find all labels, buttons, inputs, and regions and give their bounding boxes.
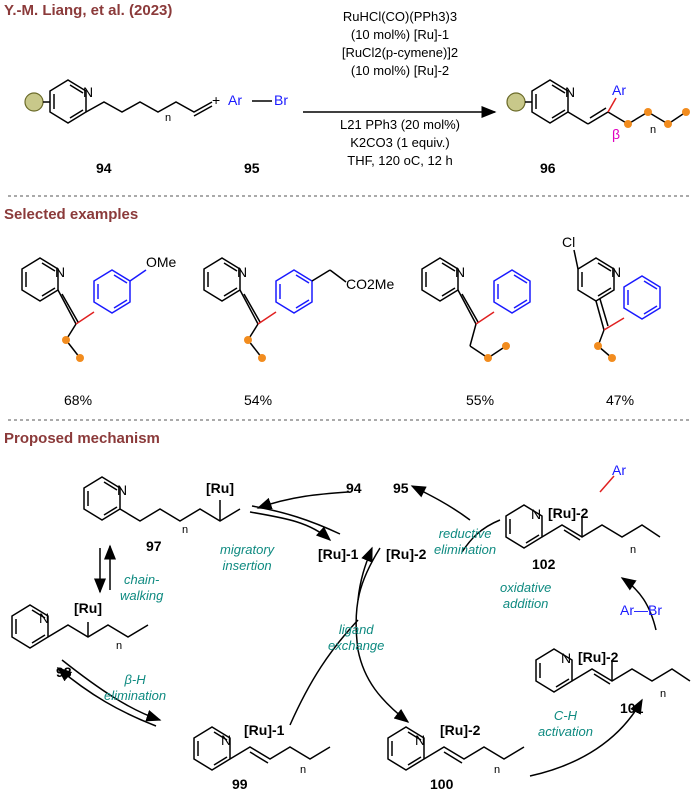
step-ligand-exchange: ligand exchange: [328, 622, 385, 653]
ex1-n: N: [55, 264, 66, 280]
example-2-structure: [203, 257, 347, 359]
example-4-structure: [573, 249, 661, 359]
condition-line-4: (10 mol%) [Ru]-2: [350, 63, 450, 78]
m97-nlabel: n: [182, 524, 189, 536]
m97-ru: [Ru]: [206, 480, 234, 496]
m-95: 95: [393, 480, 409, 496]
condition-line-6: K2CO3 (1 equiv.): [350, 135, 450, 150]
reagent-ar: Ar: [228, 92, 242, 108]
step-chain-walking: chain- walking: [120, 572, 164, 603]
label-98: 98: [56, 664, 72, 680]
ex2-n: N: [237, 264, 248, 280]
compound-94-structure: [49, 79, 213, 124]
m101-nlabel: n: [660, 688, 667, 700]
label-101: 101: [620, 700, 644, 716]
condition-line-2: (10 mol%) [Ru]-1: [350, 27, 450, 42]
step-reductive-elimination: reductive elimination: [434, 526, 497, 557]
ru1-center: [Ru]-1: [318, 546, 359, 562]
substituent-circle: [24, 92, 44, 112]
m98-ru: [Ru]: [74, 600, 102, 616]
product-ar: Ar: [612, 82, 626, 98]
citation-header: Y.-M. Liang, et al. (2023): [4, 2, 173, 19]
conditions-block: RuHCl(CO)(PPh3)3 (10 mol%) [Ru]-1 [RuCl2…: [308, 8, 492, 80]
label-102: 102: [532, 556, 556, 572]
m101-ru2: [Ru]-2: [578, 649, 619, 665]
ru2-center: [Ru]-2: [386, 546, 427, 562]
ex3-n: N: [455, 264, 466, 280]
m99-nlabel: n: [300, 764, 307, 776]
m98-nlabel: n: [116, 640, 123, 652]
reagent-br: Br: [274, 92, 288, 108]
m101-n: N: [561, 650, 572, 666]
compound-96-structure: [531, 79, 687, 125]
n-label-96: n: [650, 124, 657, 136]
m-94: 94: [346, 480, 362, 496]
yield-1: 68%: [64, 392, 93, 408]
step-ch-activation: C-H activation: [538, 708, 593, 739]
ex4-n: N: [611, 264, 622, 280]
beta-label: β: [612, 126, 621, 142]
pyridine-n-94: N: [83, 84, 94, 100]
label-96: 96: [540, 160, 556, 176]
examples-title: Selected examples: [4, 206, 139, 223]
ex1-ome: OMe: [146, 254, 177, 270]
condition-line-5: L21 PPh3 (20 mol%): [340, 117, 460, 132]
compound-101-structure: [535, 648, 691, 693]
m102-n: N: [531, 506, 542, 522]
m102-nlabel: n: [630, 544, 637, 556]
m99-n: N: [221, 732, 232, 748]
condition-line-1: RuHCl(CO)(PPh3)3: [342, 9, 458, 24]
label-97: 97: [146, 538, 162, 554]
ex4-cl: Cl: [562, 234, 576, 250]
example-1-structure: [21, 257, 147, 359]
plus-sign: +: [212, 92, 221, 108]
m100-n: N: [415, 732, 426, 748]
compound-100-structure: [387, 726, 525, 771]
step-oxidative-addition: oxidative addition: [500, 580, 552, 611]
compound-99-structure: [193, 726, 331, 771]
m100-nlabel: n: [494, 764, 501, 776]
conditions-block-below: L21 PPh3 (20 mol%) K2CO3 (1 equiv.) THF,…: [308, 116, 492, 170]
m98-n: N: [39, 610, 50, 626]
n-label-94: n: [165, 112, 172, 124]
step-migratory-insertion: migratory insertion: [220, 542, 275, 573]
compound-102-structure: [505, 475, 661, 549]
m97-n: N: [117, 482, 128, 498]
step-beta-h-elimination: β-H elimination: [104, 672, 167, 703]
yield-4: 47%: [606, 392, 635, 408]
pyridine-n-96: N: [565, 84, 576, 100]
compound-97-structure: [83, 476, 241, 522]
label-94: 94: [96, 160, 112, 176]
label-99: 99: [232, 776, 248, 792]
yield-2: 54%: [244, 392, 273, 408]
condition-line-7: THF, 120 oC, 12 h: [347, 153, 453, 168]
m-ar-br: Ar—Br: [620, 602, 662, 618]
example-3-structure: [421, 257, 531, 359]
ex2-co2me: CO2Me: [346, 276, 395, 292]
condition-line-3: [RuCl2(p-cymene)]2: [341, 45, 459, 60]
m102-ru2: [Ru]-2: [548, 505, 589, 521]
mechanism-title: Proposed mechanism: [4, 430, 160, 447]
m102-ar: Ar: [612, 462, 626, 478]
m100-ru2: [Ru]-2: [440, 722, 481, 738]
m99-ru1: [Ru]-1: [244, 722, 285, 738]
label-100: 100: [430, 776, 454, 792]
yield-3: 55%: [466, 392, 495, 408]
compound-98-structure: [11, 604, 149, 649]
label-95: 95: [244, 160, 260, 176]
